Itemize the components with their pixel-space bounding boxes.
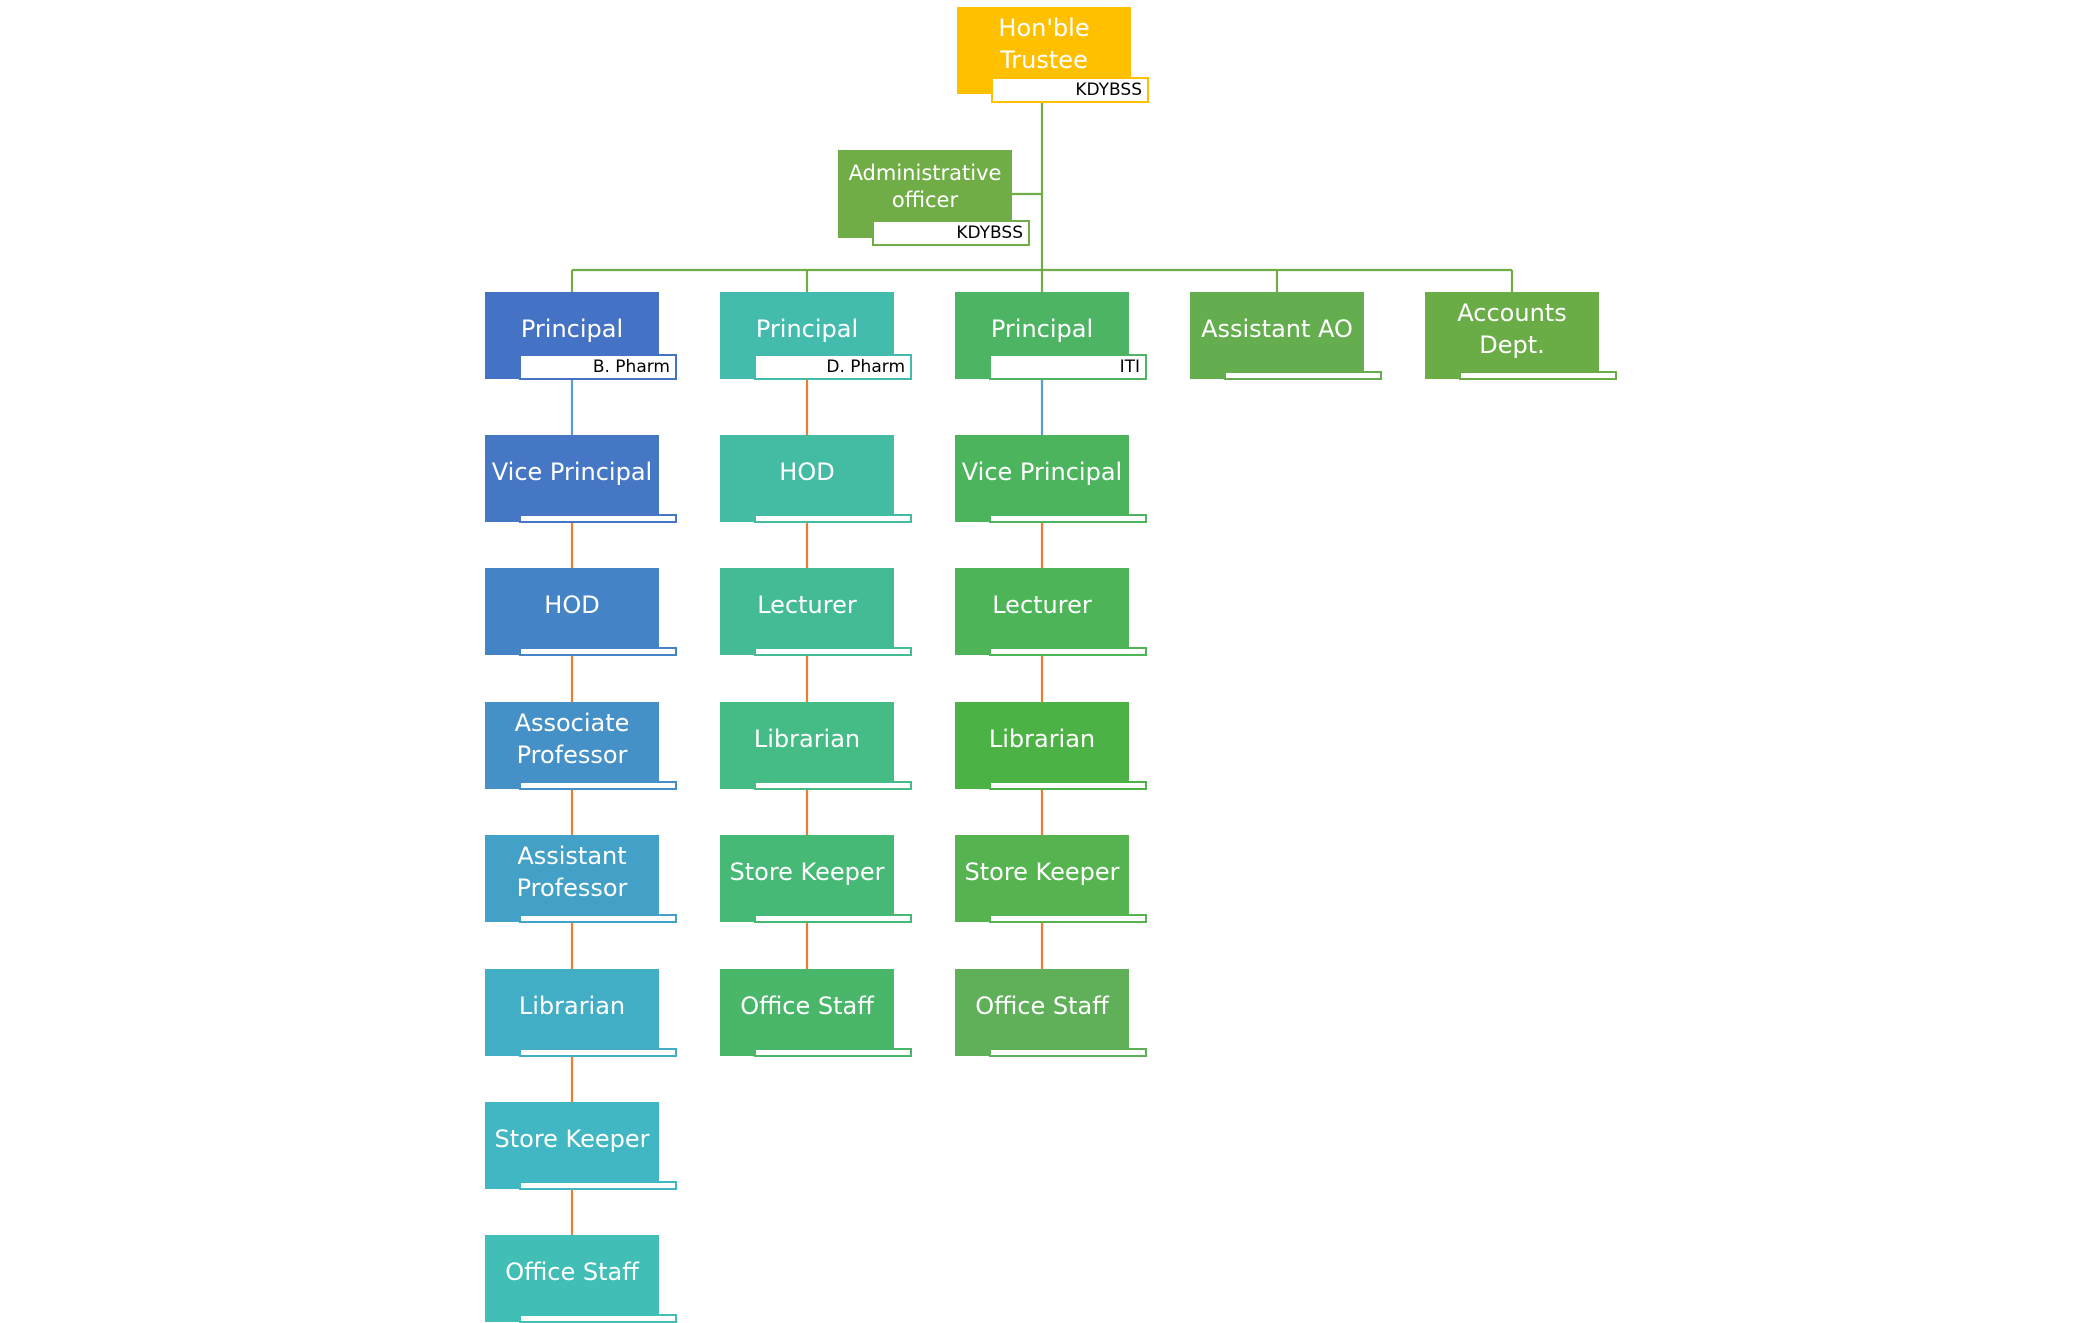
node-tag (754, 914, 912, 923)
node-dpharm-1-hod: HOD (720, 435, 894, 522)
node-label: Accounts Dept. (1457, 298, 1567, 359)
node-label: HOD (779, 457, 835, 486)
node-label: Principal (520, 314, 624, 343)
node-tag (754, 647, 912, 656)
node-tag (989, 514, 1147, 523)
node-tag: D. Pharm (754, 354, 912, 380)
node-tag (519, 1048, 677, 1057)
node-label: HOD (544, 590, 600, 619)
node-bpharm-7-office-staff: Office Staff (485, 1235, 659, 1322)
node-label: Librarian (988, 724, 1096, 753)
node-iti-4-store-keeper: Store Keeper (955, 835, 1129, 922)
node-tag (754, 514, 912, 523)
node-tag (519, 647, 677, 656)
node-iti-5-office-staff: Office Staff (955, 969, 1129, 1056)
node-label: Lecturer (992, 590, 1092, 619)
node-iti-2-lecturer: Lecturer (955, 568, 1129, 655)
node-dpharm-3-librarian: Librarian (720, 702, 894, 789)
node-tag (989, 914, 1147, 923)
node-tag (754, 781, 912, 790)
node-tag (519, 514, 677, 523)
node-tag: B. Pharm (519, 354, 677, 380)
node-tag (989, 781, 1147, 790)
node-label: Store Keeper (964, 857, 1120, 886)
node-label: Librarian (518, 991, 626, 1020)
node-label: Store Keeper (729, 857, 885, 886)
node-tag: ITI (989, 354, 1147, 380)
node-dpharm-4-store-keeper: Store Keeper (720, 835, 894, 922)
node-label: Hon'ble Trustee (998, 13, 1090, 74)
node-tag (1224, 371, 1382, 380)
node-tag (519, 914, 677, 923)
node-bpharm-6-store-keeper: Store Keeper (485, 1102, 659, 1189)
node-iti-3-librarian: Librarian (955, 702, 1129, 789)
node-tag: KDYBSS (872, 220, 1030, 246)
node-tag (989, 647, 1147, 656)
node-label: Assistant AO (1201, 314, 1353, 343)
node-accounts-accounts-dept: Accounts Dept. (1425, 292, 1599, 379)
node-label: Associate Professor (514, 708, 630, 769)
node-bpharm-3-associate-professor: Associate Professor (485, 702, 659, 789)
node-label: Principal (755, 314, 859, 343)
node-tag (989, 1048, 1147, 1057)
node-tag (519, 1181, 677, 1190)
node-label: Vice Principal (491, 457, 653, 486)
node-label: Office Staff (505, 1257, 639, 1286)
node-iti-1-vice-principal: Vice Principal (955, 435, 1129, 522)
node-label: Administrative officer (848, 161, 1002, 212)
node-label: Office Staff (740, 991, 874, 1020)
node-bpharm-4-assistant-professor: Assistant Professor (485, 835, 659, 922)
node-label: Store Keeper (494, 1124, 650, 1153)
node-label: Librarian (753, 724, 861, 753)
node-tag: KDYBSS (991, 77, 1149, 103)
node-bpharm-2-hod: HOD (485, 568, 659, 655)
node-bpharm-1-vice-principal: Vice Principal (485, 435, 659, 522)
node-label: Principal (990, 314, 1094, 343)
node-label: Vice Principal (961, 457, 1123, 486)
node-tag (519, 781, 677, 790)
node-tag (754, 1048, 912, 1057)
node-dpharm-2-lecturer: Lecturer (720, 568, 894, 655)
node-bpharm-5-librarian: Librarian (485, 969, 659, 1056)
node-label: Lecturer (757, 590, 857, 619)
node-tag (1459, 371, 1617, 380)
node-assistant-ao-assistant-ao: Assistant AO (1190, 292, 1364, 379)
node-tag (519, 1314, 677, 1323)
node-dpharm-5-office-staff: Office Staff (720, 969, 894, 1056)
node-label: Office Staff (975, 991, 1109, 1020)
node-label: Assistant Professor (516, 841, 628, 902)
